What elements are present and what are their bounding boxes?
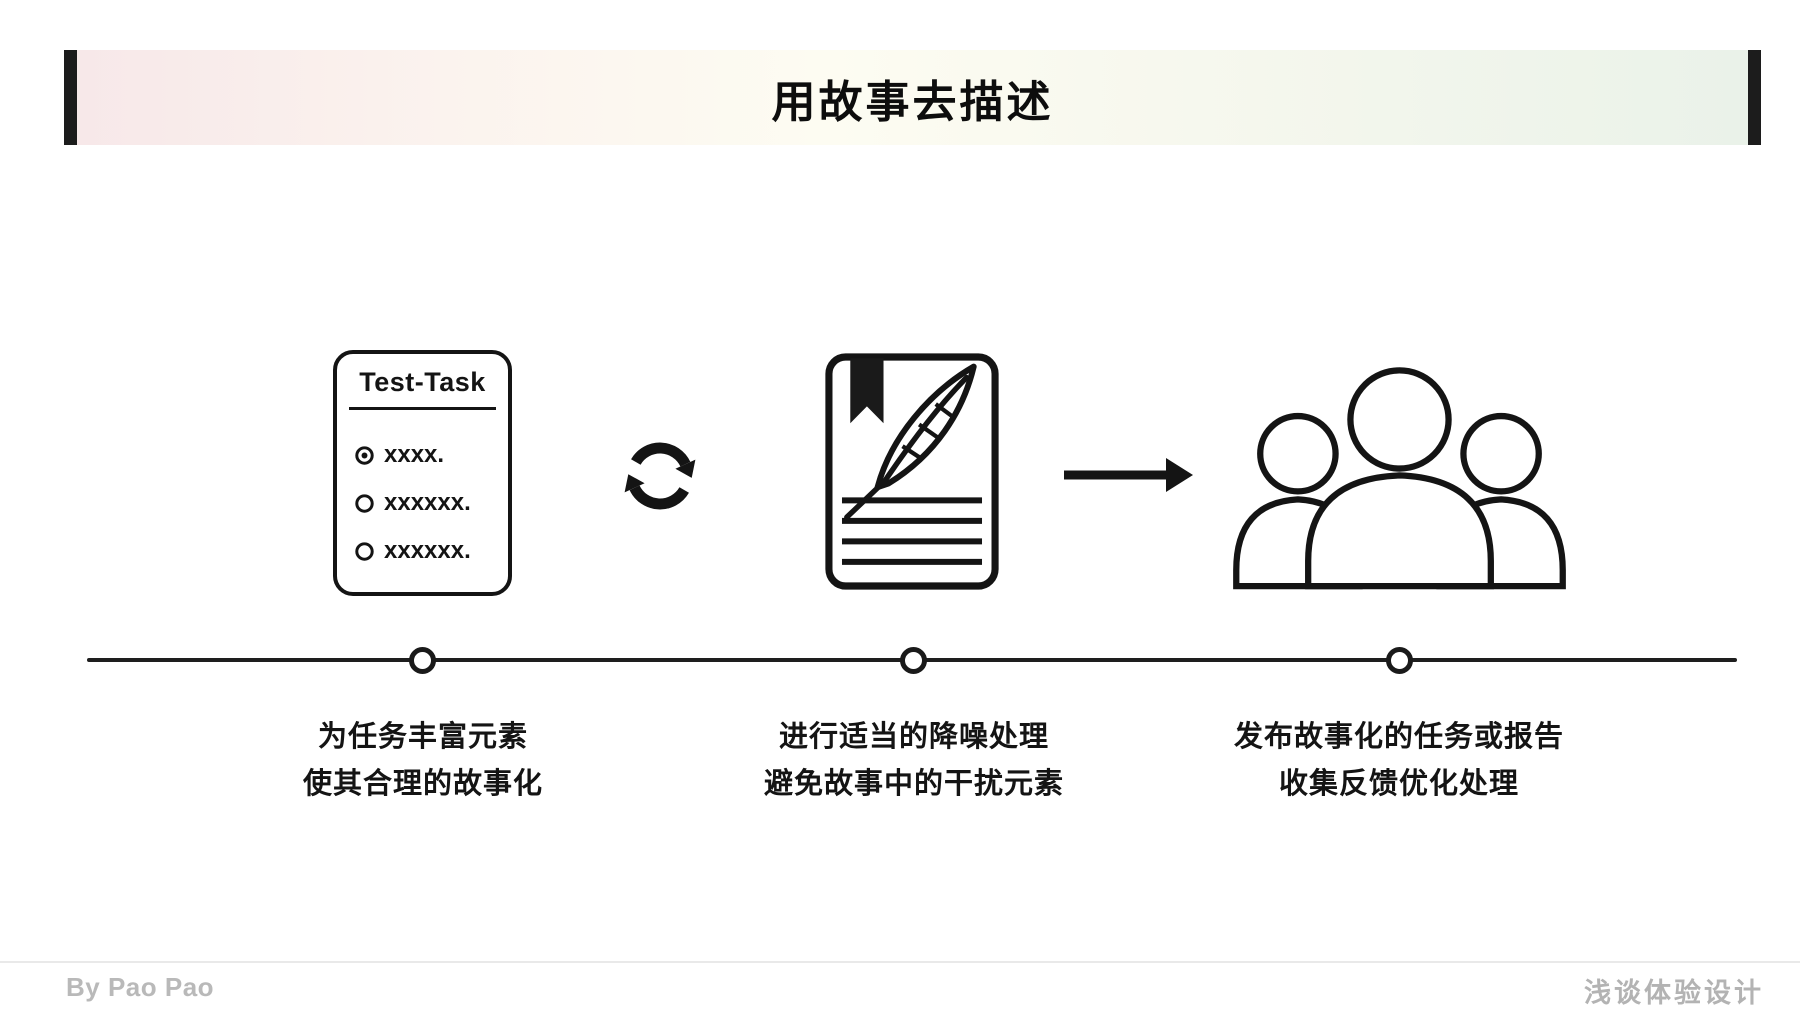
audience-group-icon: [1233, 367, 1566, 590]
caption-line: 收集反馈优化处理: [1278, 768, 1520, 800]
feather-quill: [844, 374, 970, 521]
test-task-card: Test-Task xxxx. xxxxxx. xxxxxx.: [333, 350, 512, 596]
test-task-card-title: Test-Task: [359, 367, 486, 397]
page-title: 用故事去描述: [771, 77, 1054, 127]
timeline-node-1: [409, 647, 436, 674]
card-item-text: xxxxxx.: [384, 537, 471, 564]
banner-left-bar: [64, 50, 77, 145]
card-divider: [349, 407, 496, 410]
step-caption-2: 进行适当的降噪处理 避免故事中的干扰元素: [764, 714, 1064, 808]
step-caption-1: 为任务丰富元素 使其合理的故事化: [303, 714, 543, 808]
radio-selected-icon: [355, 445, 374, 465]
card-list-item: xxxxxx.: [354, 488, 508, 518]
sync-icon: [624, 442, 696, 510]
footer-author: By Pao Pao: [66, 972, 215, 1002]
radio-unselected-icon: [355, 541, 374, 561]
step-caption-3: 发布故事化的任务或报告 收集反馈优化处理: [1234, 714, 1564, 808]
timeline-node-2: [900, 647, 927, 674]
caption-line: 进行适当的降噪处理: [778, 721, 1050, 753]
document-quill-icon: [825, 353, 999, 590]
footer-watermark: 浅谈体验设计: [1584, 978, 1764, 1008]
banner-right-bar: [1748, 50, 1761, 145]
caption-line: 发布故事化的任务或报告: [1233, 721, 1565, 753]
caption-line: 避免故事中的干扰元素: [763, 768, 1065, 800]
card-item-text: xxxxxx.: [384, 489, 471, 516]
title-banner: 用故事去描述: [64, 50, 1761, 145]
caption-line: 为任务丰富元素: [317, 721, 529, 753]
bookmark-ribbon: [850, 358, 884, 424]
caption-line: 使其合理的故事化: [302, 768, 544, 800]
card-item-text: xxxx.: [384, 441, 445, 468]
arrow-right-icon: [1064, 458, 1193, 492]
card-list: xxxx. xxxxxx. xxxxxx.: [337, 410, 508, 566]
radio-unselected-icon: [355, 493, 374, 513]
banner-gradient: 用故事去描述: [77, 50, 1748, 145]
card-list-item: xxxxxx.: [354, 536, 508, 566]
timeline-node-3: [1386, 647, 1413, 674]
card-list-item: xxxx.: [354, 440, 508, 470]
footer-divider: [0, 961, 1800, 963]
